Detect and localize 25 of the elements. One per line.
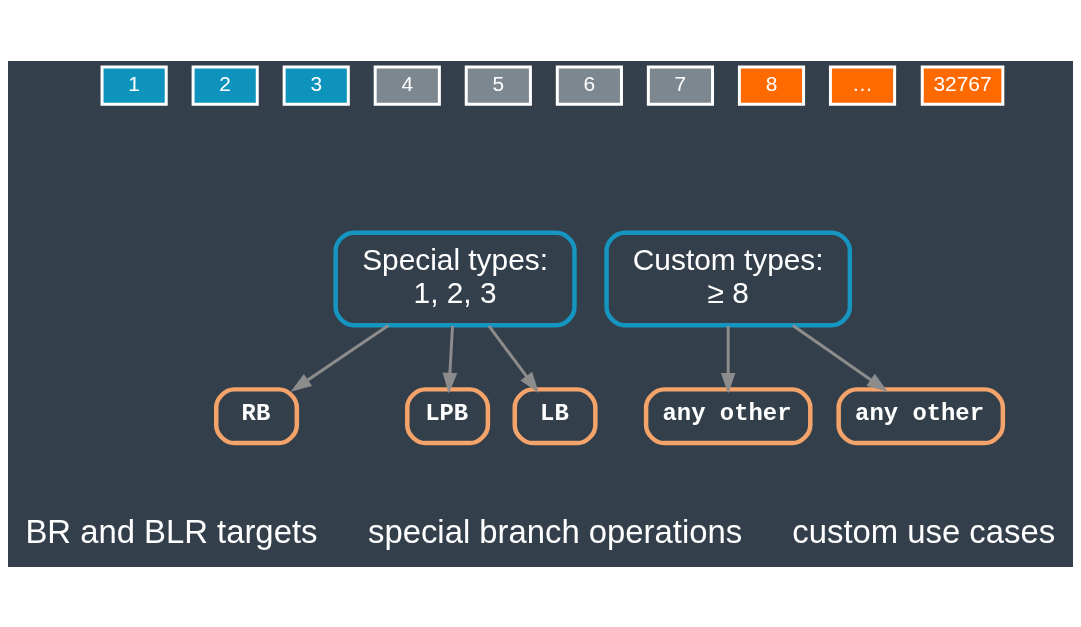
node-box: any other xyxy=(643,386,813,445)
arrow xyxy=(290,323,390,392)
node-box: 6 xyxy=(555,64,623,106)
node-box: LPB xyxy=(405,386,491,445)
arrow xyxy=(442,325,458,394)
label: custom use cases xyxy=(792,512,1056,550)
node-box: 5 xyxy=(464,64,532,106)
node-box: LB xyxy=(512,386,598,445)
node-box: 32767 xyxy=(920,64,1005,106)
label: special branch operations xyxy=(368,512,743,550)
node-box: any other xyxy=(836,386,1006,445)
node-box: … xyxy=(828,64,897,106)
node-box: 2 xyxy=(191,64,259,106)
node-box: Custom types: ≥ 8 xyxy=(604,229,853,327)
arrow xyxy=(720,325,736,394)
node-box: RB xyxy=(214,386,300,445)
arrow xyxy=(487,324,539,393)
node-box: 1 xyxy=(100,64,168,106)
node-box: Special types: 1, 2, 3 xyxy=(333,229,577,327)
node-box: 4 xyxy=(373,64,441,106)
node-box: 7 xyxy=(646,64,715,106)
node-box: 3 xyxy=(282,64,350,106)
node-box: 8 xyxy=(737,64,806,106)
arrow xyxy=(792,323,888,392)
label: BR and BLR targets xyxy=(25,512,318,550)
